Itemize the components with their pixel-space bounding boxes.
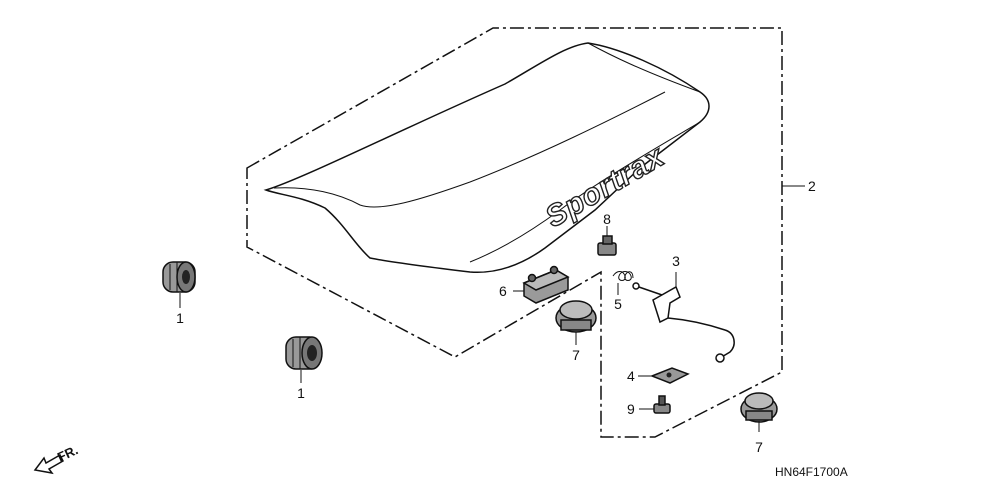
- callout-nut: 8: [603, 211, 611, 227]
- bolt: [653, 395, 671, 414]
- rubber-bushing: [285, 336, 323, 370]
- seat-outline: [263, 42, 710, 274]
- damper-rubber: [522, 265, 570, 304]
- callout-seat-lock: 3: [672, 253, 680, 269]
- callout-rubber-left: 1: [176, 310, 184, 326]
- callout-cushion-rear-left: 7: [572, 347, 580, 363]
- front-arrow-icon: [33, 453, 64, 475]
- seat: Sportrax: [263, 42, 710, 274]
- front-indicator: FR.: [55, 442, 80, 464]
- cushion-rubber: [555, 300, 597, 333]
- cushion-rubber: [740, 392, 778, 423]
- callout-seat-assembly: 2: [808, 178, 816, 194]
- seat-side-panel: [469, 121, 701, 263]
- callout-bolt: 9: [627, 401, 635, 417]
- callout-damper-rubber: 6: [499, 283, 507, 299]
- callout-spring: 5: [614, 296, 622, 312]
- nut: [597, 235, 617, 256]
- callout-rubber-front: 1: [297, 385, 305, 401]
- spring: [612, 271, 634, 281]
- seat-ridge: [587, 42, 701, 93]
- assembly-boundary: [246, 27, 783, 438]
- rubber-bushing: [162, 261, 196, 293]
- drawing-code: HN64F1700A: [775, 465, 848, 479]
- seat-top-edge: [273, 91, 666, 208]
- seat-lock: [632, 282, 735, 363]
- callout-cushion-rear-right: 7: [755, 439, 763, 455]
- lock-plate: [649, 367, 690, 384]
- callout-lock-plate: 4: [627, 368, 635, 384]
